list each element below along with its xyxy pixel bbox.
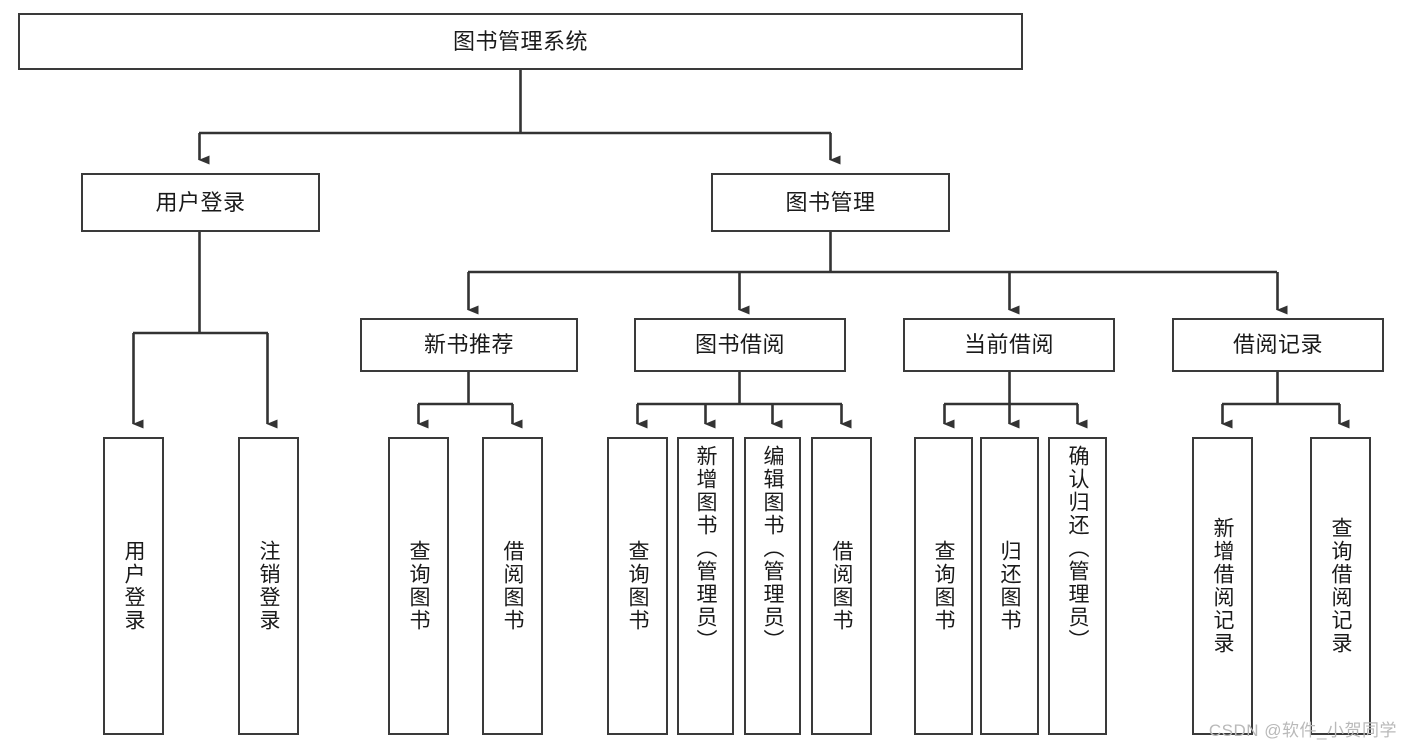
- node-leaf-edit-book-admin[interactable]: 编辑图书（管理员）: [744, 437, 801, 735]
- node-label-leaf-return-book: 归还图书: [998, 540, 1021, 632]
- node-user-login[interactable]: 用户登录: [81, 173, 320, 232]
- node-leaf-return-book[interactable]: 归还图书: [980, 437, 1039, 735]
- node-label-book-management: 图书管理: [785, 189, 876, 215]
- node-label-leaf-borrow-book-1: 借阅图书: [501, 540, 524, 632]
- node-book-management[interactable]: 图书管理: [711, 173, 950, 232]
- node-label-leaf-borrow-book-2: 借阅图书: [830, 540, 853, 632]
- node-current-borrow[interactable]: 当前借阅: [903, 318, 1115, 372]
- node-leaf-confirm-return-admin[interactable]: 确认归还（管理员）: [1048, 437, 1107, 735]
- node-label-leaf-query-borrow-record: 查询借阅记录: [1329, 517, 1352, 655]
- node-leaf-add-borrow-record[interactable]: 新增借阅记录: [1192, 437, 1253, 735]
- node-leaf-query-book-2[interactable]: 查询图书: [607, 437, 668, 735]
- node-leaf-borrow-book-2[interactable]: 借阅图书: [811, 437, 872, 735]
- node-leaf-logout-login[interactable]: 注销登录: [238, 437, 299, 735]
- node-leaf-query-book-3[interactable]: 查询图书: [914, 437, 973, 735]
- node-label-leaf-add-book-admin: 新增图书（管理员）: [694, 445, 717, 652]
- node-borrow-record[interactable]: 借阅记录: [1172, 318, 1384, 372]
- node-label-borrow-record: 借阅记录: [1232, 332, 1323, 358]
- node-label-user-login: 用户登录: [155, 189, 246, 215]
- node-leaf-user-login[interactable]: 用户登录: [103, 437, 164, 735]
- node-label-current-borrow: 当前借阅: [963, 332, 1054, 358]
- node-label-leaf-confirm-return-admin: 确认归还（管理员）: [1066, 445, 1089, 652]
- node-label-root: 图书管理系统: [452, 28, 588, 54]
- node-label-leaf-user-login: 用户登录: [122, 540, 145, 632]
- node-leaf-borrow-book-1[interactable]: 借阅图书: [482, 437, 543, 735]
- csdn-watermark: CSDN @软件_小贺同学: [1208, 721, 1397, 740]
- node-label-leaf-logout-login: 注销登录: [257, 540, 280, 632]
- node-label-leaf-add-borrow-record: 新增借阅记录: [1211, 517, 1234, 655]
- node-root-book-management-system[interactable]: 图书管理系统: [18, 13, 1023, 70]
- node-leaf-query-book-1[interactable]: 查询图书: [388, 437, 449, 735]
- node-label-book-borrow: 图书借阅: [694, 332, 785, 358]
- node-leaf-query-borrow-record[interactable]: 查询借阅记录: [1310, 437, 1371, 735]
- node-label-leaf-edit-book-admin: 编辑图书（管理员）: [761, 445, 784, 652]
- node-label-leaf-query-book-2: 查询图书: [626, 540, 649, 632]
- node-new-book-recommend[interactable]: 新书推荐: [360, 318, 578, 372]
- node-label-leaf-query-book-3: 查询图书: [932, 540, 955, 632]
- node-label-leaf-query-book-1: 查询图书: [407, 540, 430, 632]
- node-leaf-add-book-admin[interactable]: 新增图书（管理员）: [677, 437, 734, 735]
- node-label-new-book-recommend: 新书推荐: [423, 332, 514, 358]
- node-book-borrow[interactable]: 图书借阅: [634, 318, 846, 372]
